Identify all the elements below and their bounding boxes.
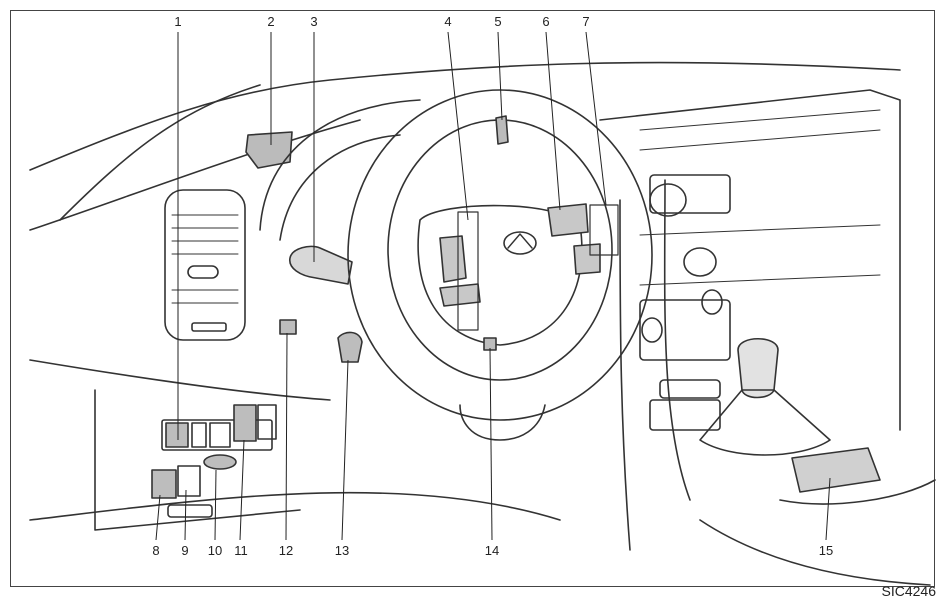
- steering-wheel-outer: [347, 89, 653, 421]
- right-switch-upper: [547, 203, 589, 237]
- leader-15: [825, 477, 831, 541]
- callout-labels: 1 2 3 4 5 6 7 8 9 10 11 12 13 14 15: [152, 14, 833, 558]
- switch-bank-e: [257, 404, 277, 440]
- switch-10: [203, 454, 237, 470]
- switch-8: [151, 469, 177, 499]
- center-display: [649, 174, 731, 214]
- center-stack-outline: [599, 89, 901, 431]
- switch-bank-b: [191, 422, 207, 448]
- callout-9: 9: [181, 543, 188, 558]
- right-switch-lower: [573, 243, 601, 275]
- floor-line: [29, 491, 561, 521]
- callout-5: 5: [494, 14, 501, 29]
- switch-bank-c: [209, 422, 231, 448]
- right-switch-bracket: [589, 204, 619, 256]
- hvac-knob-right: [701, 289, 723, 315]
- shift-knob: [737, 338, 779, 399]
- leader-6: [545, 31, 561, 211]
- callout-12: 12: [279, 543, 293, 558]
- console-edge-2: [663, 179, 691, 501]
- leader-8: [155, 494, 161, 541]
- left-switch-upper: [439, 235, 467, 283]
- storage-box: [649, 399, 721, 431]
- switch-11: [233, 404, 257, 442]
- leader-11: [239, 439, 245, 541]
- leader-13: [341, 359, 349, 541]
- headlight-lever: [289, 245, 353, 285]
- pillar-line: [59, 84, 261, 221]
- leader-10: [214, 469, 217, 541]
- center-knob: [649, 183, 687, 217]
- leader-9: [184, 489, 187, 541]
- left-switch-lower: [439, 283, 481, 307]
- figure-code: SIC4246: [881, 583, 936, 599]
- leader-12: [285, 332, 288, 541]
- side-vent: [245, 131, 293, 169]
- callout-4: 4: [444, 14, 451, 29]
- hood-release: [167, 504, 213, 518]
- vent-knob: [187, 265, 219, 279]
- leader-14: [489, 347, 493, 541]
- callout-13: 13: [335, 543, 349, 558]
- callout-14: 14: [485, 543, 499, 558]
- left-switch-bracket: [457, 211, 479, 331]
- leader-lines: [155, 31, 831, 541]
- switch-bank: [161, 419, 273, 451]
- switch-12: [279, 319, 297, 335]
- leader-4: [447, 31, 469, 221]
- steering-column: [459, 404, 546, 441]
- seat-line: [699, 519, 931, 586]
- hvac-knob-left: [641, 317, 663, 343]
- dash-upper-edge: [29, 119, 361, 231]
- callout-11: 11: [234, 543, 248, 558]
- leader-5: [497, 31, 503, 121]
- seat-line-2: [779, 479, 936, 505]
- callout-3: 3: [310, 14, 317, 29]
- left-air-vent: [164, 189, 246, 341]
- meter-hood: [259, 99, 421, 231]
- console-edge: [619, 199, 631, 551]
- dash-top-line: [29, 61, 901, 171]
- callout-1: 1: [174, 14, 181, 29]
- callout-10: 10: [208, 543, 222, 558]
- radio-slot: [659, 379, 721, 399]
- leader-7: [585, 31, 607, 206]
- callout-2: 2: [267, 14, 274, 29]
- vent-slot: [191, 322, 227, 332]
- switch-1: [165, 422, 189, 448]
- paddle-5: [495, 115, 509, 145]
- knee-panel: [94, 389, 301, 531]
- wheel-hub: [417, 204, 583, 346]
- lower-dash: [29, 359, 331, 401]
- hvac-panel: [639, 299, 731, 361]
- shift-boot: [699, 389, 831, 456]
- callout-15: 15: [819, 543, 833, 558]
- infiniti-logo: [503, 231, 537, 255]
- callout-8: 8: [152, 543, 159, 558]
- callout-6: 6: [542, 14, 549, 29]
- ignition-switch: [337, 331, 363, 363]
- vent-dial-right: [683, 247, 717, 277]
- callout-7: 7: [582, 14, 589, 29]
- meter-hood-inner: [279, 134, 401, 241]
- switch-9: [177, 465, 201, 497]
- console-switch: [791, 447, 881, 493]
